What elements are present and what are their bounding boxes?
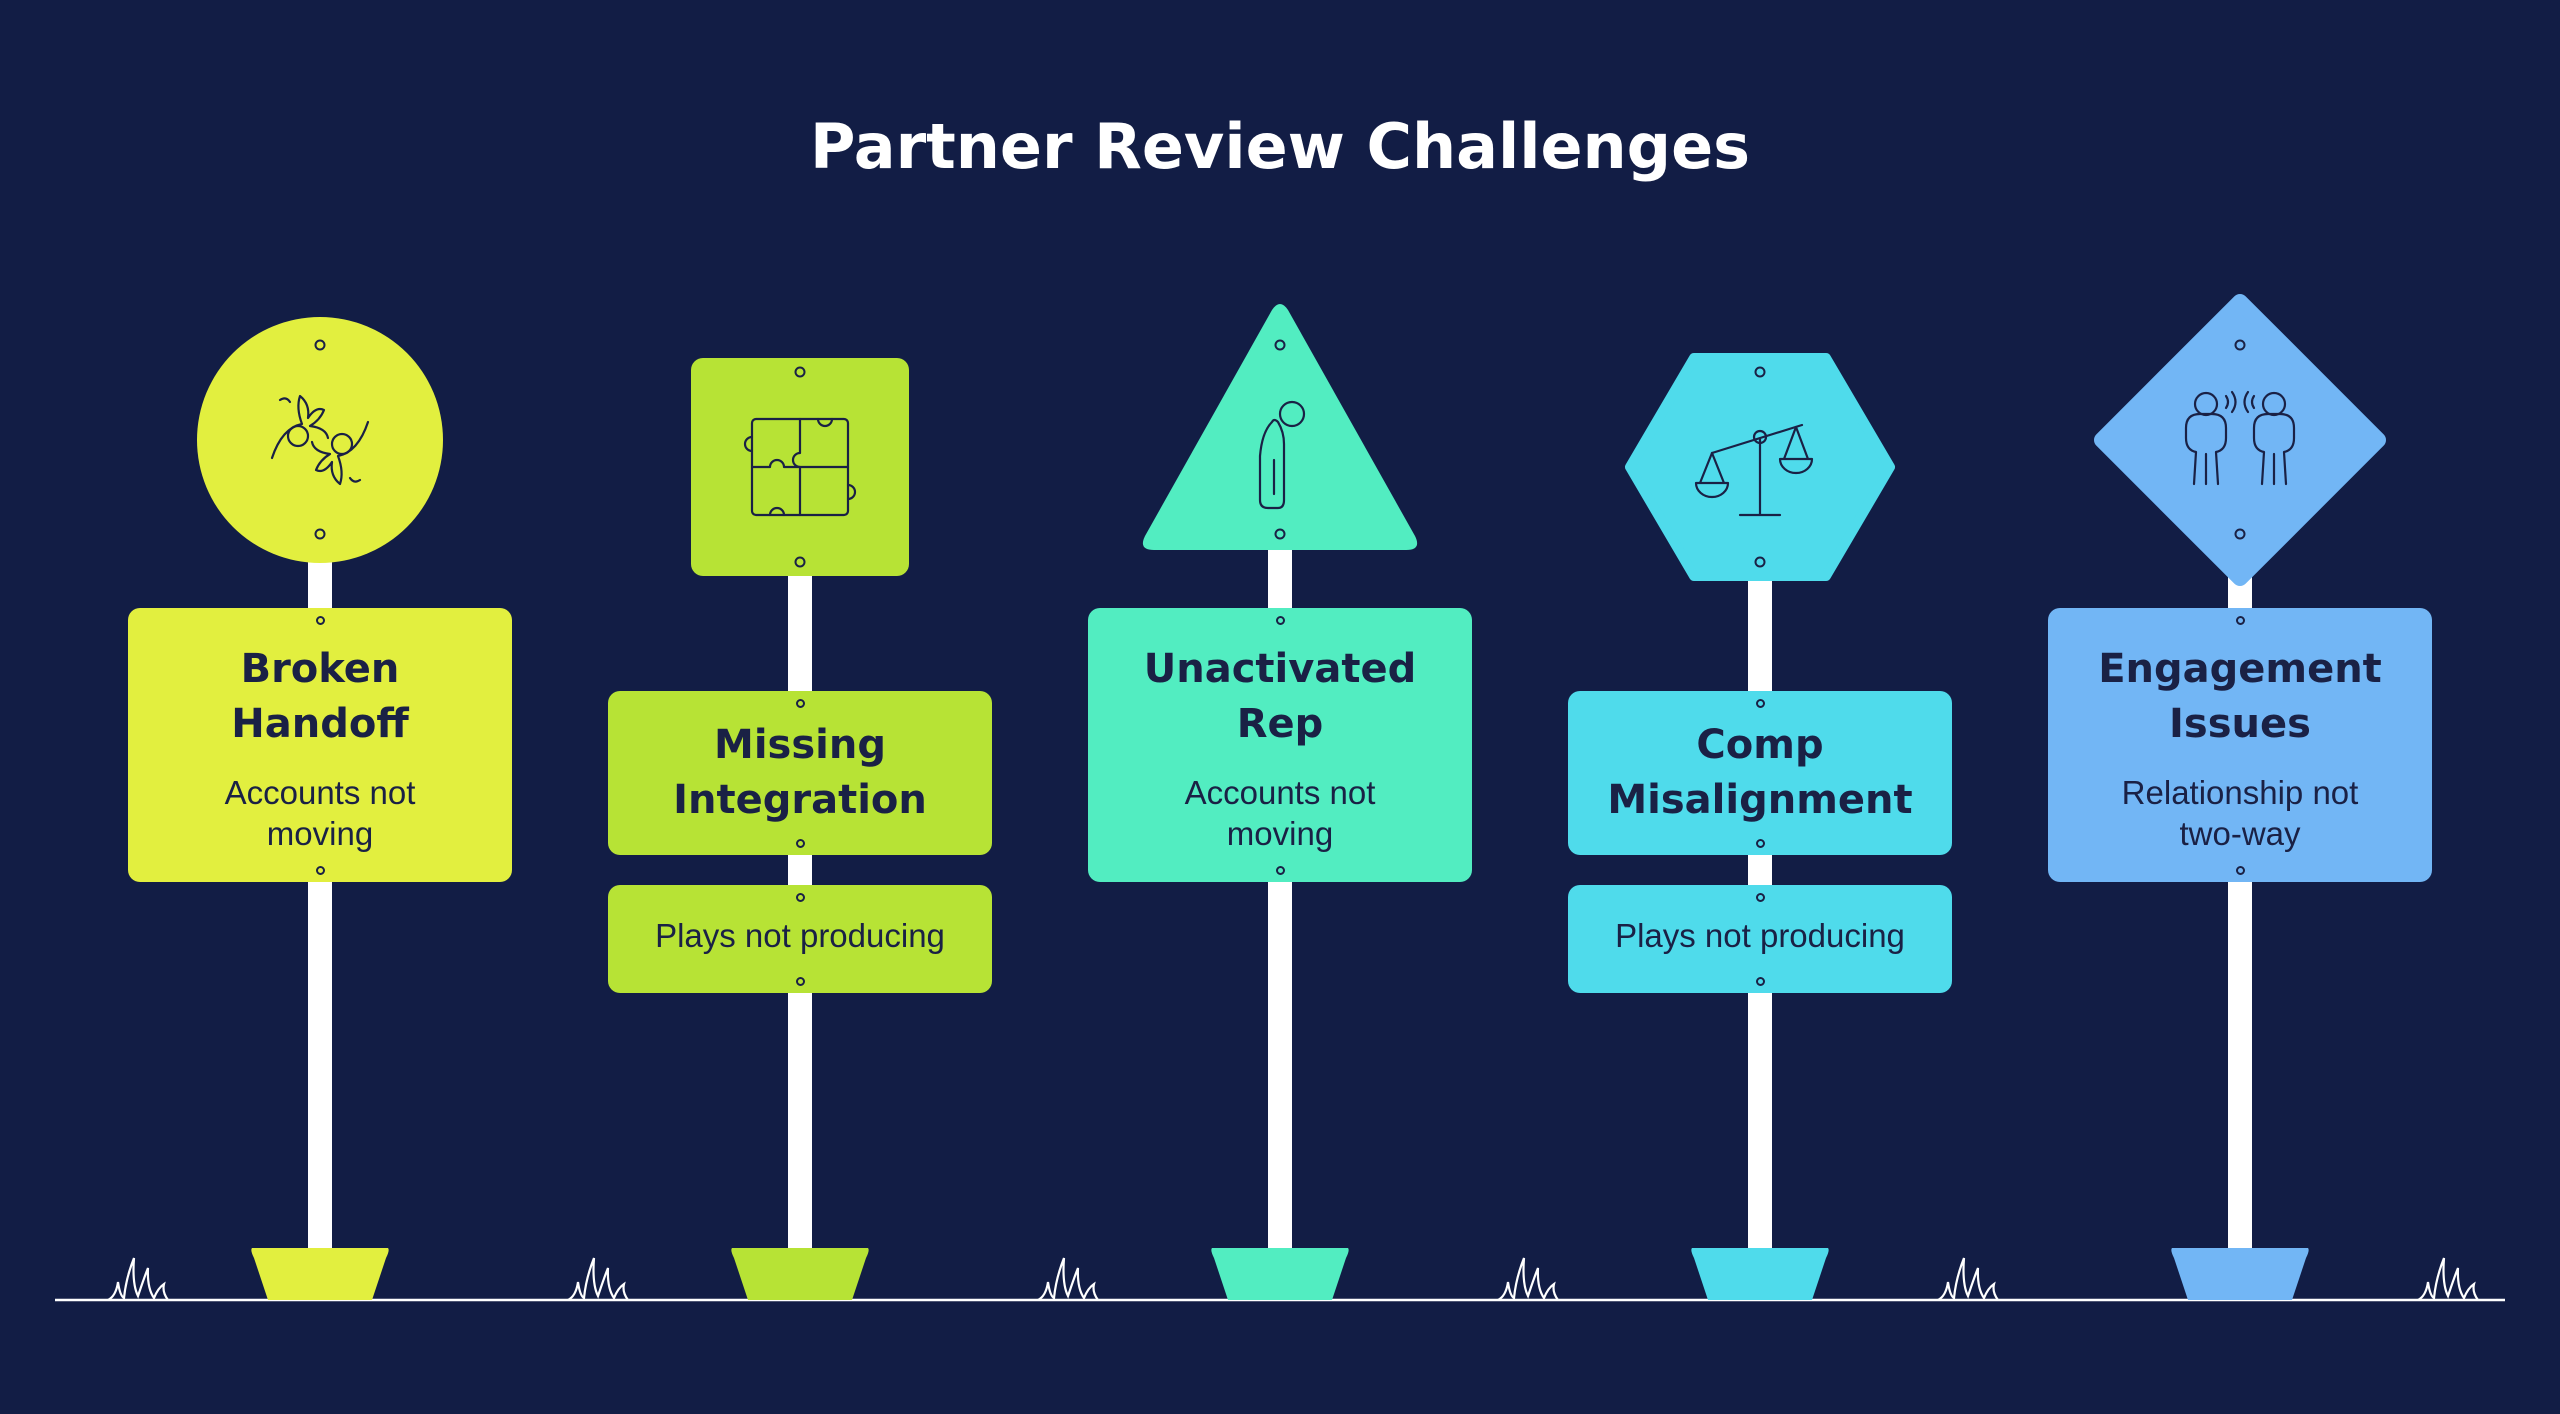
scale-icon bbox=[1694, 423, 1814, 517]
page-title: Partner Review Challenges bbox=[809, 110, 1751, 183]
mounting-hole bbox=[795, 698, 805, 708]
sign-heading: Handoff bbox=[231, 701, 409, 747]
person-icon bbox=[1258, 400, 1306, 510]
grass-tuft bbox=[567, 1257, 629, 1301]
puzzle-icon bbox=[743, 417, 857, 517]
mounting-hole bbox=[2234, 339, 2246, 351]
sign-description: Accounts not bbox=[1184, 774, 1376, 811]
grass-tuft bbox=[1037, 1257, 1099, 1301]
grass-tuft bbox=[1497, 1257, 1559, 1301]
mounting-hole bbox=[795, 892, 805, 902]
sign-description: Plays not producing bbox=[655, 917, 945, 954]
sign-heading: Rep bbox=[1236, 701, 1324, 747]
mounting-hole bbox=[1274, 339, 1286, 351]
mounting-hole bbox=[1274, 528, 1286, 540]
sign-base bbox=[1691, 1248, 1829, 1300]
sign-description: moving bbox=[266, 815, 374, 852]
mounting-hole bbox=[314, 528, 326, 540]
mounting-hole bbox=[1275, 615, 1285, 625]
sign-tops-layer bbox=[197, 294, 2386, 586]
sign-board: Plays not producing bbox=[1568, 885, 1952, 993]
sign-description: moving bbox=[1226, 815, 1334, 852]
mounting-hole bbox=[2234, 528, 2246, 540]
sign-heading: Broken bbox=[240, 646, 400, 692]
mounting-hole bbox=[1755, 976, 1765, 986]
sign-description: Plays not producing bbox=[1615, 917, 1905, 954]
mounting-hole bbox=[1275, 865, 1285, 875]
sign-base bbox=[731, 1248, 869, 1300]
sign-top-triangle bbox=[1142, 304, 1418, 550]
sign-base bbox=[251, 1248, 389, 1300]
mounting-hole bbox=[315, 865, 325, 875]
sign-top-square bbox=[691, 358, 909, 576]
sign-top-circle bbox=[197, 317, 443, 563]
sign-description: Accounts not bbox=[224, 774, 416, 811]
mounting-hole bbox=[314, 339, 326, 351]
mounting-hole bbox=[1754, 556, 1766, 568]
mounting-hole bbox=[2235, 865, 2245, 875]
mounting-hole bbox=[2235, 615, 2245, 625]
sign-heading: Missing bbox=[714, 722, 886, 768]
mounting-hole bbox=[1755, 698, 1765, 708]
sign-top-diamond bbox=[2094, 294, 2386, 586]
sign-base bbox=[1211, 1248, 1349, 1300]
sign-base bbox=[2171, 1248, 2309, 1300]
grass-tuft bbox=[1937, 1257, 1999, 1301]
hands-icon bbox=[270, 394, 370, 486]
two-people-talking-icon bbox=[2184, 390, 2296, 486]
grass-tuft bbox=[107, 1257, 169, 1301]
sign-description: two-way bbox=[2179, 815, 2301, 852]
sign-top-hexagon bbox=[1625, 353, 1895, 581]
mounting-hole bbox=[1755, 838, 1765, 848]
sign-heading: Engagement bbox=[2098, 646, 2382, 692]
mounting-hole bbox=[315, 615, 325, 625]
mounting-hole bbox=[1754, 366, 1766, 378]
mounting-hole bbox=[795, 838, 805, 848]
sign-heading: Unactivated bbox=[1143, 646, 1417, 692]
sign-description: Relationship not bbox=[2121, 774, 2359, 811]
mounting-hole bbox=[794, 366, 806, 378]
mounting-hole bbox=[795, 976, 805, 986]
sign-heading: Misalignment bbox=[1607, 777, 1913, 823]
mounting-hole bbox=[794, 556, 806, 568]
mounting-hole bbox=[1755, 892, 1765, 902]
sign-heading: Comp bbox=[1696, 722, 1824, 768]
sign-heading: Issues bbox=[2169, 701, 2311, 747]
sign-heading: Integration bbox=[673, 777, 927, 823]
sign-board: Plays not producing bbox=[608, 885, 992, 993]
grass-tuft bbox=[2417, 1257, 2479, 1301]
